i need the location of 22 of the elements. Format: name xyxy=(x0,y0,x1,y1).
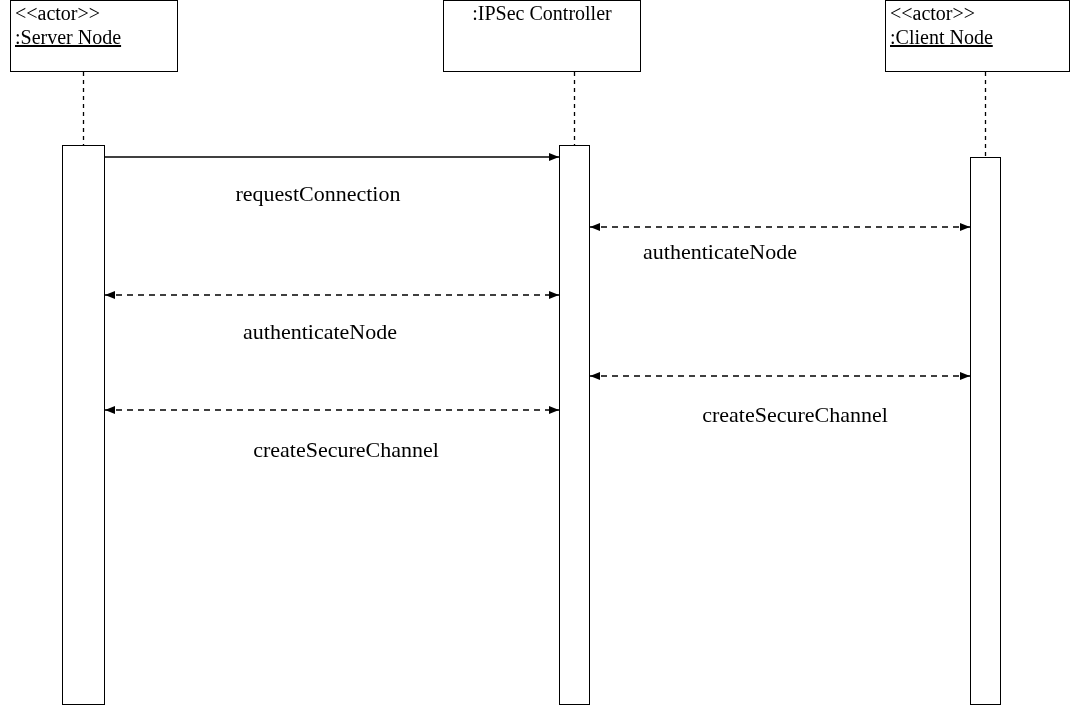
lifeline-head-box xyxy=(443,0,641,72)
message-label: createSecureChannel xyxy=(702,402,888,428)
object-name: :Client Node xyxy=(890,25,993,49)
object-name: :IPSec Controller xyxy=(472,1,612,25)
activation-bar xyxy=(970,157,1001,705)
lifeline xyxy=(984,71,987,158)
stereotype-label: <<actor>> xyxy=(890,1,976,25)
activation-bar xyxy=(62,145,105,705)
message-label: createSecureChannel xyxy=(253,437,439,463)
message-arrow xyxy=(589,223,971,231)
message-label: authenticateNode xyxy=(643,239,797,265)
message-arrow xyxy=(104,406,560,414)
message-arrow xyxy=(104,291,560,299)
object-name: :Server Node xyxy=(15,25,122,49)
lifeline-head-box xyxy=(885,0,1070,72)
message-label: requestConnection xyxy=(235,181,401,207)
activation-bar xyxy=(559,145,590,705)
message-arrow xyxy=(589,372,971,380)
message-arrow xyxy=(104,153,560,161)
message-label: authenticateNode xyxy=(243,319,397,345)
lifeline-head-box xyxy=(10,0,178,72)
stereotype-label: <<actor>> xyxy=(15,1,101,25)
